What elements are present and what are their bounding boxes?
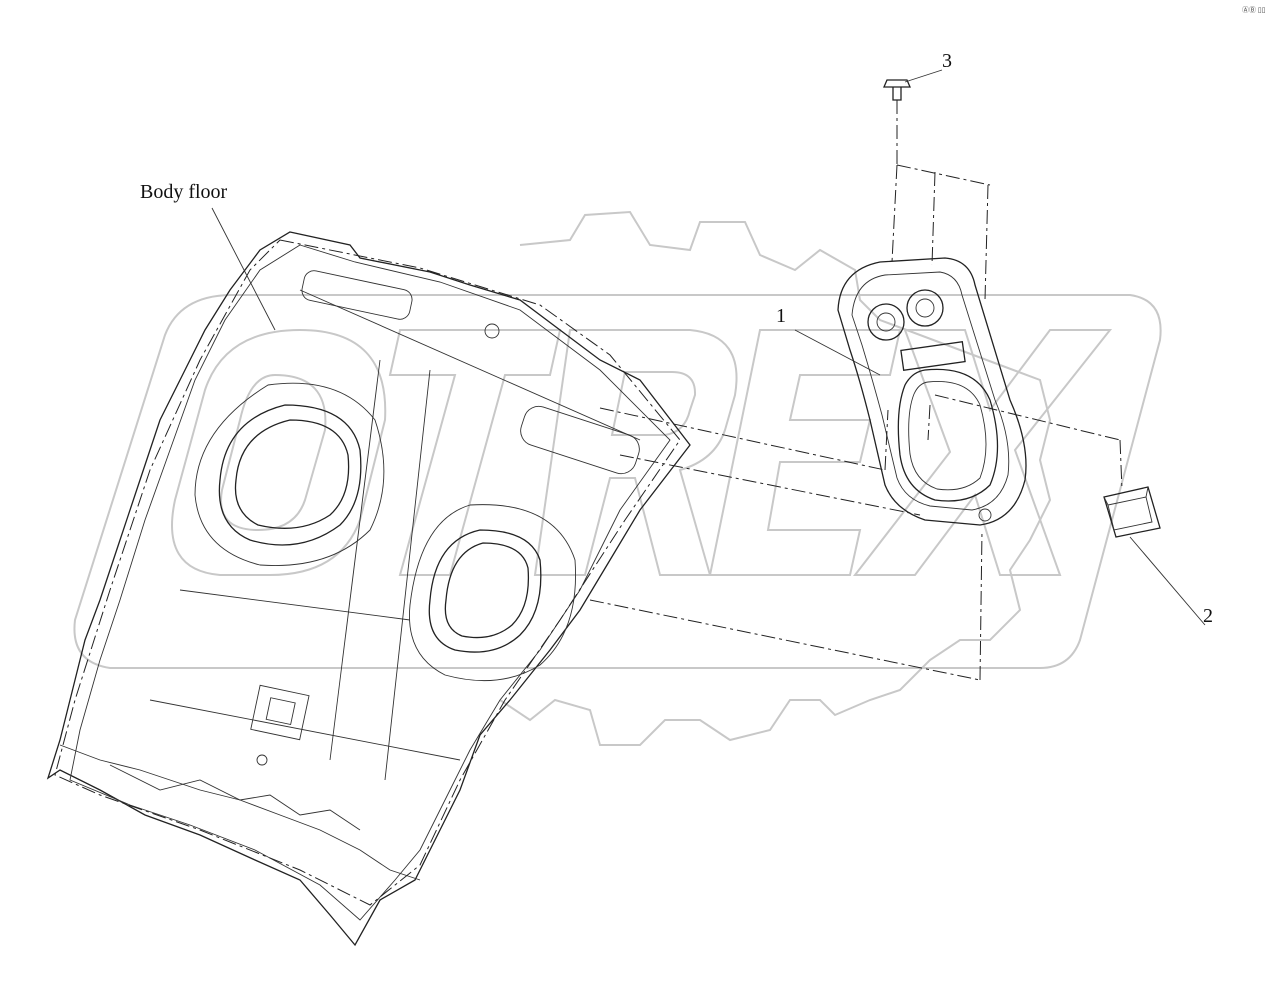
floor-inner-outline (69, 244, 671, 921)
leader-part-2 (1129, 536, 1206, 626)
leader-part-3 (904, 69, 943, 83)
floor-rear-step (109, 764, 361, 831)
front-pad (301, 270, 413, 320)
right-front-pad (520, 405, 640, 475)
left-seat-well-inner (234, 419, 350, 529)
console-inner-rim (851, 271, 1010, 511)
console-cupholder-opening (897, 368, 999, 502)
left-seat-well-rim (194, 382, 385, 566)
right-seat-well-inner (444, 542, 530, 639)
assembly-lines (589, 100, 1123, 681)
floor-rear-edge (59, 744, 421, 881)
right-seat-well-rim (409, 504, 576, 682)
watermark-logo (73, 210, 1162, 746)
cover-outline (1103, 486, 1161, 538)
leader-part-1 (794, 329, 881, 376)
body-floor-part (46, 231, 691, 947)
watermark-gear (499, 210, 1052, 746)
floor-dash-outline (54, 239, 681, 906)
floor-hole-rear (256, 754, 268, 766)
watermark-letters (171, 328, 1113, 576)
console-slot (900, 341, 966, 371)
screw-shank (892, 87, 902, 101)
center-tunnel-right (384, 369, 431, 781)
cup-ring-right-inner (915, 298, 935, 318)
cup-ring-right (906, 289, 944, 327)
corner-mark: ⒶⒷ ▯▯▯ (1242, 6, 1266, 14)
screw-part-3 (883, 79, 911, 101)
floor-outline (46, 231, 691, 947)
leader-lines (211, 69, 1206, 626)
center-tunnel-left (329, 359, 381, 761)
cover-edge (1103, 486, 1149, 506)
label-part-3: 3 (942, 50, 952, 72)
floor-rib-2 (149, 699, 461, 761)
leader-body-floor (211, 207, 276, 331)
cup-ring-left (867, 303, 905, 341)
left-seat-well-outer (218, 404, 362, 546)
floor-rib-3 (299, 289, 641, 441)
console-part-1 (837, 257, 1027, 526)
floor-rib-1 (179, 589, 411, 621)
label-part-2: 2 (1203, 605, 1213, 627)
cover-inner (1107, 496, 1153, 531)
right-seat-well-outer (428, 529, 542, 653)
console-cupholder-inner (908, 381, 987, 491)
console-outline (837, 257, 1027, 526)
console-screw-hole (978, 508, 992, 522)
screw-head (883, 79, 911, 88)
label-part-1: 1 (776, 305, 786, 327)
watermark-frame (73, 294, 1162, 669)
rear-box-feature (250, 684, 310, 741)
floor-hole (484, 323, 500, 339)
cover-part-2 (1103, 486, 1161, 538)
label-body-floor: Body floor (140, 181, 228, 203)
rear-box-feature-inner (265, 697, 296, 726)
cup-ring-left-inner (876, 312, 896, 332)
